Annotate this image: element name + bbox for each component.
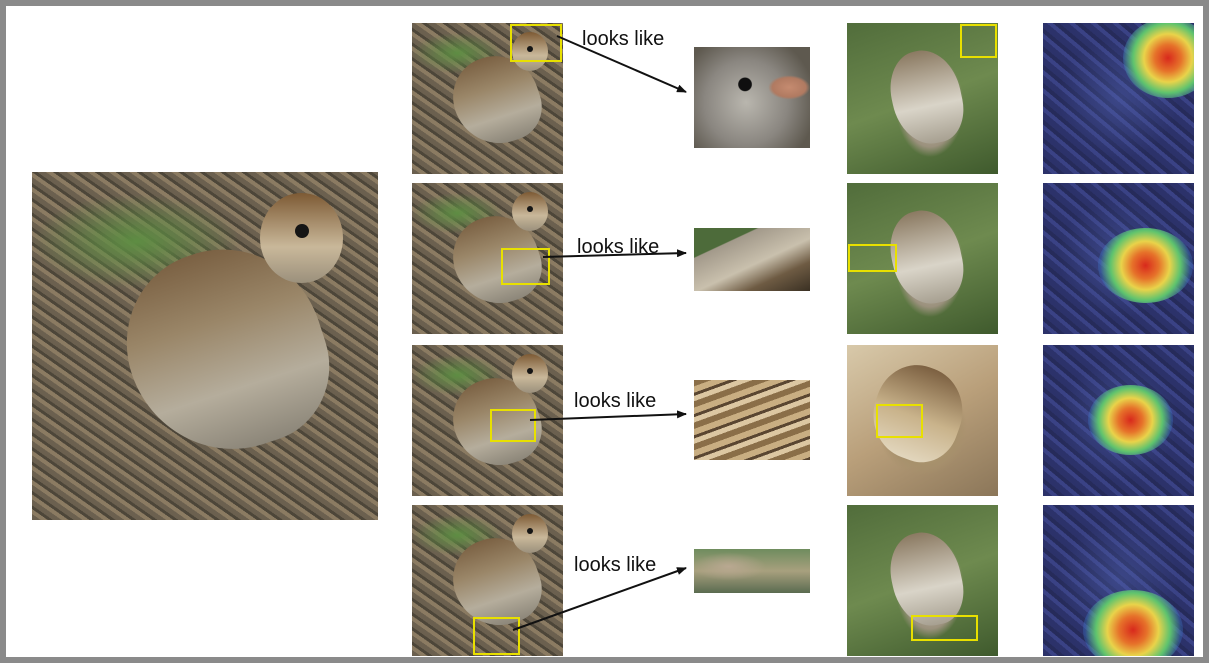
row4-activation-map: [1043, 505, 1194, 656]
row2-prototype-crop: [694, 228, 810, 291]
row4-arrow-icon: [512, 567, 687, 631]
row4-input-box: [473, 617, 520, 655]
row1-prototype-crop: [694, 47, 810, 148]
row1-source-image: [847, 23, 998, 174]
row4-caption: looks like: [574, 554, 657, 576]
test-image-sparrow: [32, 172, 378, 520]
row2-caption: looks like: [577, 236, 660, 258]
row3-activation-map: [1043, 345, 1194, 496]
row1-source-box: [960, 24, 997, 58]
sparrow-eye: [294, 224, 309, 239]
row3-source-image: [847, 345, 998, 496]
row4-prototype-crop: [694, 549, 810, 593]
sparrow-head: [260, 192, 344, 284]
row3-source-box: [876, 404, 923, 438]
row3-prototype-crop: [694, 380, 810, 460]
row1-arrow-icon: [556, 35, 687, 93]
row2-source-box: [848, 244, 897, 272]
row1-input-box: [510, 24, 562, 62]
row3-input-box: [490, 409, 536, 442]
row3-arrow-icon: [529, 410, 687, 421]
row4-input-image: [412, 505, 563, 656]
row1-caption: looks like: [582, 28, 665, 50]
row4-source-box: [911, 615, 978, 641]
row2-source-image: [847, 183, 998, 334]
row3-caption: looks like: [574, 390, 657, 412]
row2-activation-map: [1043, 183, 1194, 334]
row4-source-image: [847, 505, 998, 656]
row2-input-image: [412, 183, 563, 334]
row1-activation-map: [1043, 23, 1194, 174]
row1-input-image: [412, 23, 563, 174]
row2-arrow-icon: [542, 249, 687, 258]
row2-input-box: [501, 248, 550, 285]
